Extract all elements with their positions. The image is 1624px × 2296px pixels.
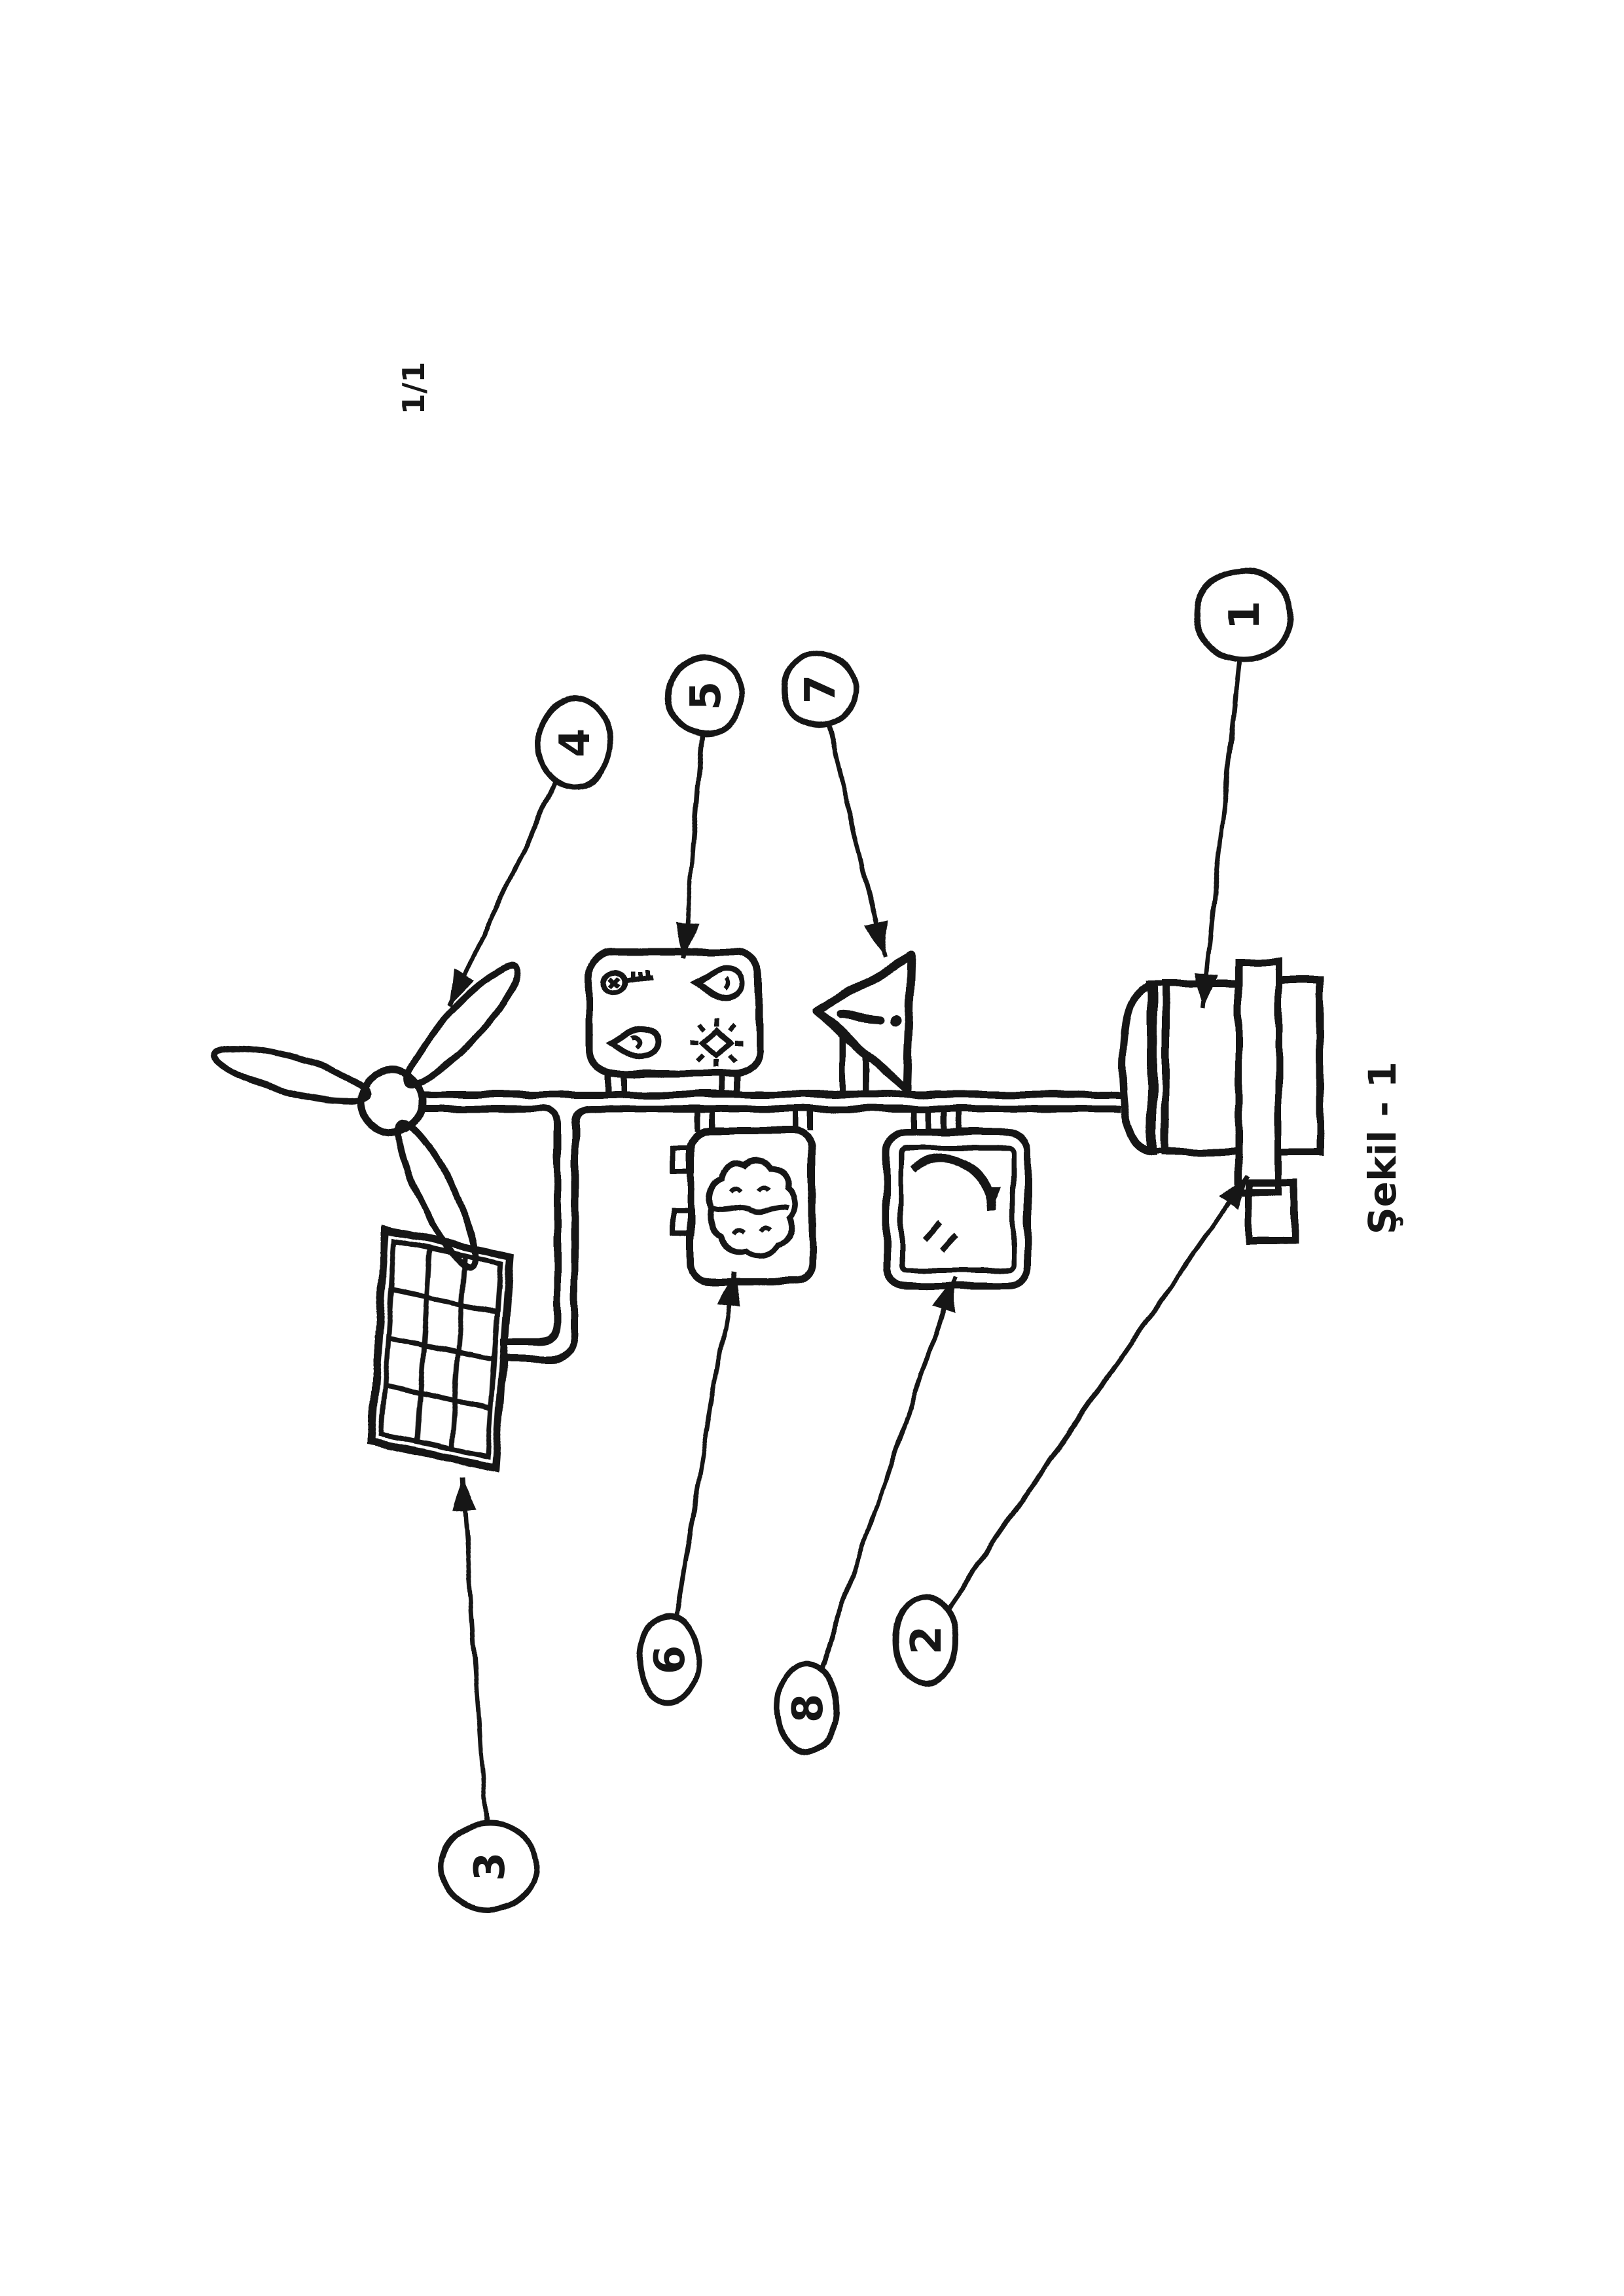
tank-unit bbox=[1119, 958, 1324, 1244]
ref-number-7: 7 bbox=[797, 675, 845, 704]
leader-line-4 bbox=[447, 742, 577, 1007]
artwork bbox=[209, 567, 1324, 1913]
leader-line-6 bbox=[666, 1271, 741, 1660]
ref-circle-4 bbox=[535, 695, 613, 791]
sensor-box bbox=[585, 948, 763, 1094]
figure-caption: Şekil - 1 bbox=[1360, 1062, 1405, 1234]
tank-dome bbox=[1119, 982, 1157, 1156]
leader-line-8 bbox=[804, 1276, 958, 1710]
solar-panel bbox=[367, 1225, 514, 1473]
alarm-warning-triangle bbox=[812, 951, 916, 1094]
turbine-hub bbox=[357, 1067, 426, 1136]
ref-circle-2 bbox=[893, 1593, 958, 1687]
labels: 1 2 3 4 5 6 7 8 Şekil - 1 1/1 bbox=[396, 362, 1405, 1882]
sheet-number: 1/1 bbox=[396, 362, 431, 415]
flow-arrow-box bbox=[883, 1109, 1032, 1290]
turbine-blade bbox=[209, 961, 522, 1272]
water-drop-icon bbox=[606, 1025, 662, 1060]
brain-icon bbox=[706, 1157, 799, 1259]
ref-number-8: 8 bbox=[784, 1694, 833, 1723]
ref-number-4: 4 bbox=[551, 728, 600, 758]
sun-icon bbox=[692, 1018, 742, 1067]
tank-body-lower bbox=[1275, 976, 1324, 1156]
leader-line-2 bbox=[924, 1174, 1250, 1641]
controller-brain-box bbox=[671, 1109, 816, 1285]
ref-circle-7 bbox=[780, 649, 859, 729]
ref-number-1: 1 bbox=[1221, 601, 1269, 630]
exclamation-icon bbox=[836, 1011, 901, 1026]
reference-balloons bbox=[438, 567, 1295, 1913]
main-bus-pipe bbox=[419, 1090, 1125, 1363]
ref-circle-8 bbox=[774, 1661, 840, 1755]
ref-circle-3 bbox=[438, 1820, 540, 1913]
ref-circle-1 bbox=[1193, 567, 1295, 663]
curved-flow-arrow-icon bbox=[911, 1153, 1001, 1253]
leader-line-3 bbox=[452, 1476, 492, 1867]
leader-line-5 bbox=[675, 695, 708, 959]
leader-lines bbox=[447, 615, 1250, 1867]
ref-number-5: 5 bbox=[682, 681, 731, 711]
ref-number-6: 6 bbox=[646, 1645, 695, 1675]
water-drop-icon bbox=[690, 965, 746, 1001]
tank-foot bbox=[1245, 1179, 1299, 1244]
wind-turbine bbox=[209, 961, 522, 1272]
tank-flange bbox=[1235, 958, 1283, 1196]
tank-body-upper bbox=[1161, 980, 1242, 1156]
ref-circle-6 bbox=[636, 1613, 702, 1706]
leader-line-1 bbox=[1195, 615, 1246, 1009]
ref-number-2: 2 bbox=[903, 1626, 951, 1655]
key-icon bbox=[601, 969, 654, 996]
ref-circle-5 bbox=[665, 655, 745, 737]
ref-number-3: 3 bbox=[466, 1852, 514, 1882]
leader-line-7 bbox=[817, 689, 888, 958]
